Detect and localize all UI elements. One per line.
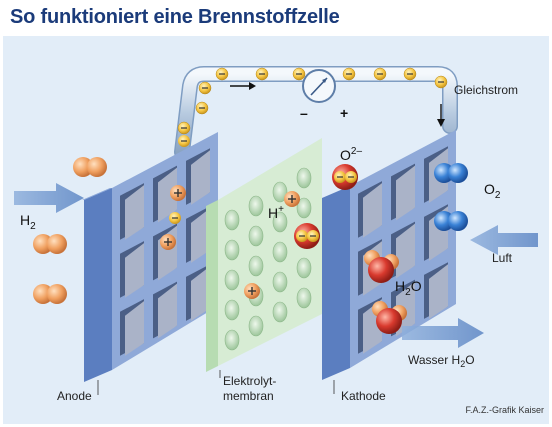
anode-pore-face (125, 185, 144, 240)
anode-pore-face (158, 167, 177, 223)
membrane-pore (272, 211, 288, 233)
oxygen-molecule (434, 211, 454, 231)
current-direction-arrows (230, 82, 445, 127)
hydrogen-molecule (73, 157, 93, 177)
membrane-pore (296, 287, 312, 309)
hydrogen-molecule (33, 234, 53, 254)
oxygen-molecule (448, 163, 468, 183)
anode-pore-face (191, 208, 210, 263)
plus-sign: + (340, 105, 348, 121)
membrane-pore (272, 241, 288, 263)
oxygen-molecule (448, 211, 468, 231)
membrane-pore (248, 225, 264, 247)
water-oxygen (376, 308, 402, 334)
membrane-pore (248, 315, 264, 337)
membrane-pore (248, 255, 264, 277)
oxygen-molecule (434, 163, 454, 183)
wasser-label: Wasser H2O (408, 353, 475, 369)
membrane-pore (296, 167, 312, 189)
hydrogen-molecule (87, 157, 107, 177)
cathode-pores (358, 146, 448, 354)
membrane-pore (296, 257, 312, 279)
elektrolyt-label-line1: Elektrolyt- (223, 374, 276, 388)
anode-label: Anode (57, 389, 92, 403)
o2-label: O2 (484, 181, 501, 201)
cathode-pore-face (396, 223, 415, 279)
page-title: So funktioniert eine Brennstoffzelle (10, 6, 340, 28)
leader-lines (97, 370, 335, 395)
electrolyte-membrane (206, 138, 322, 372)
o2minus-label: O2– (340, 146, 362, 163)
meter (302, 69, 336, 103)
membrane-pore (224, 269, 240, 291)
membrane-pore (272, 301, 288, 323)
kathode-label: Kathode (341, 389, 386, 403)
anode-pore-face (125, 301, 144, 356)
water-outflow-arrow (402, 318, 484, 348)
membrane-pore (296, 197, 312, 219)
membrane-pore (272, 181, 288, 203)
membrane-pore (272, 271, 288, 293)
membrane-pore (224, 299, 240, 321)
anode-pore-face (125, 243, 144, 298)
tube-electrons (177, 67, 448, 135)
air-inflow-arrow (470, 225, 538, 255)
luft-label: Luft (492, 251, 513, 265)
hydrogen-molecule (47, 284, 67, 304)
h2-inflow-arrow (14, 183, 84, 213)
hplus-label: H+ (268, 204, 284, 221)
h2o-label: H2O (395, 278, 422, 298)
anode-pore-face (158, 283, 177, 339)
membrane-pore (224, 209, 240, 231)
cathode-pore-face (396, 165, 415, 221)
hydrogen-molecule (33, 284, 53, 304)
cathode-pore-face (363, 183, 382, 238)
membrane-pores (224, 167, 312, 351)
minus-sign: – (300, 105, 308, 121)
hydrogen-molecule (47, 234, 67, 254)
h2-label: H2 (20, 212, 36, 232)
membrane-pore (248, 195, 264, 217)
membrane-pore (224, 239, 240, 261)
credit-line: F.A.Z.-Grafik Kaiser (465, 405, 544, 415)
anode-pore-face (191, 150, 210, 205)
gleichstrom-label: Gleichstrom (454, 83, 518, 97)
anode-pore-face (191, 266, 210, 321)
membrane-pore (224, 329, 240, 351)
elektrolyt-label-line2: membran (223, 389, 274, 403)
water-oxygen (368, 257, 394, 283)
cathode-pore-face (429, 264, 448, 319)
molecules (33, 135, 468, 334)
